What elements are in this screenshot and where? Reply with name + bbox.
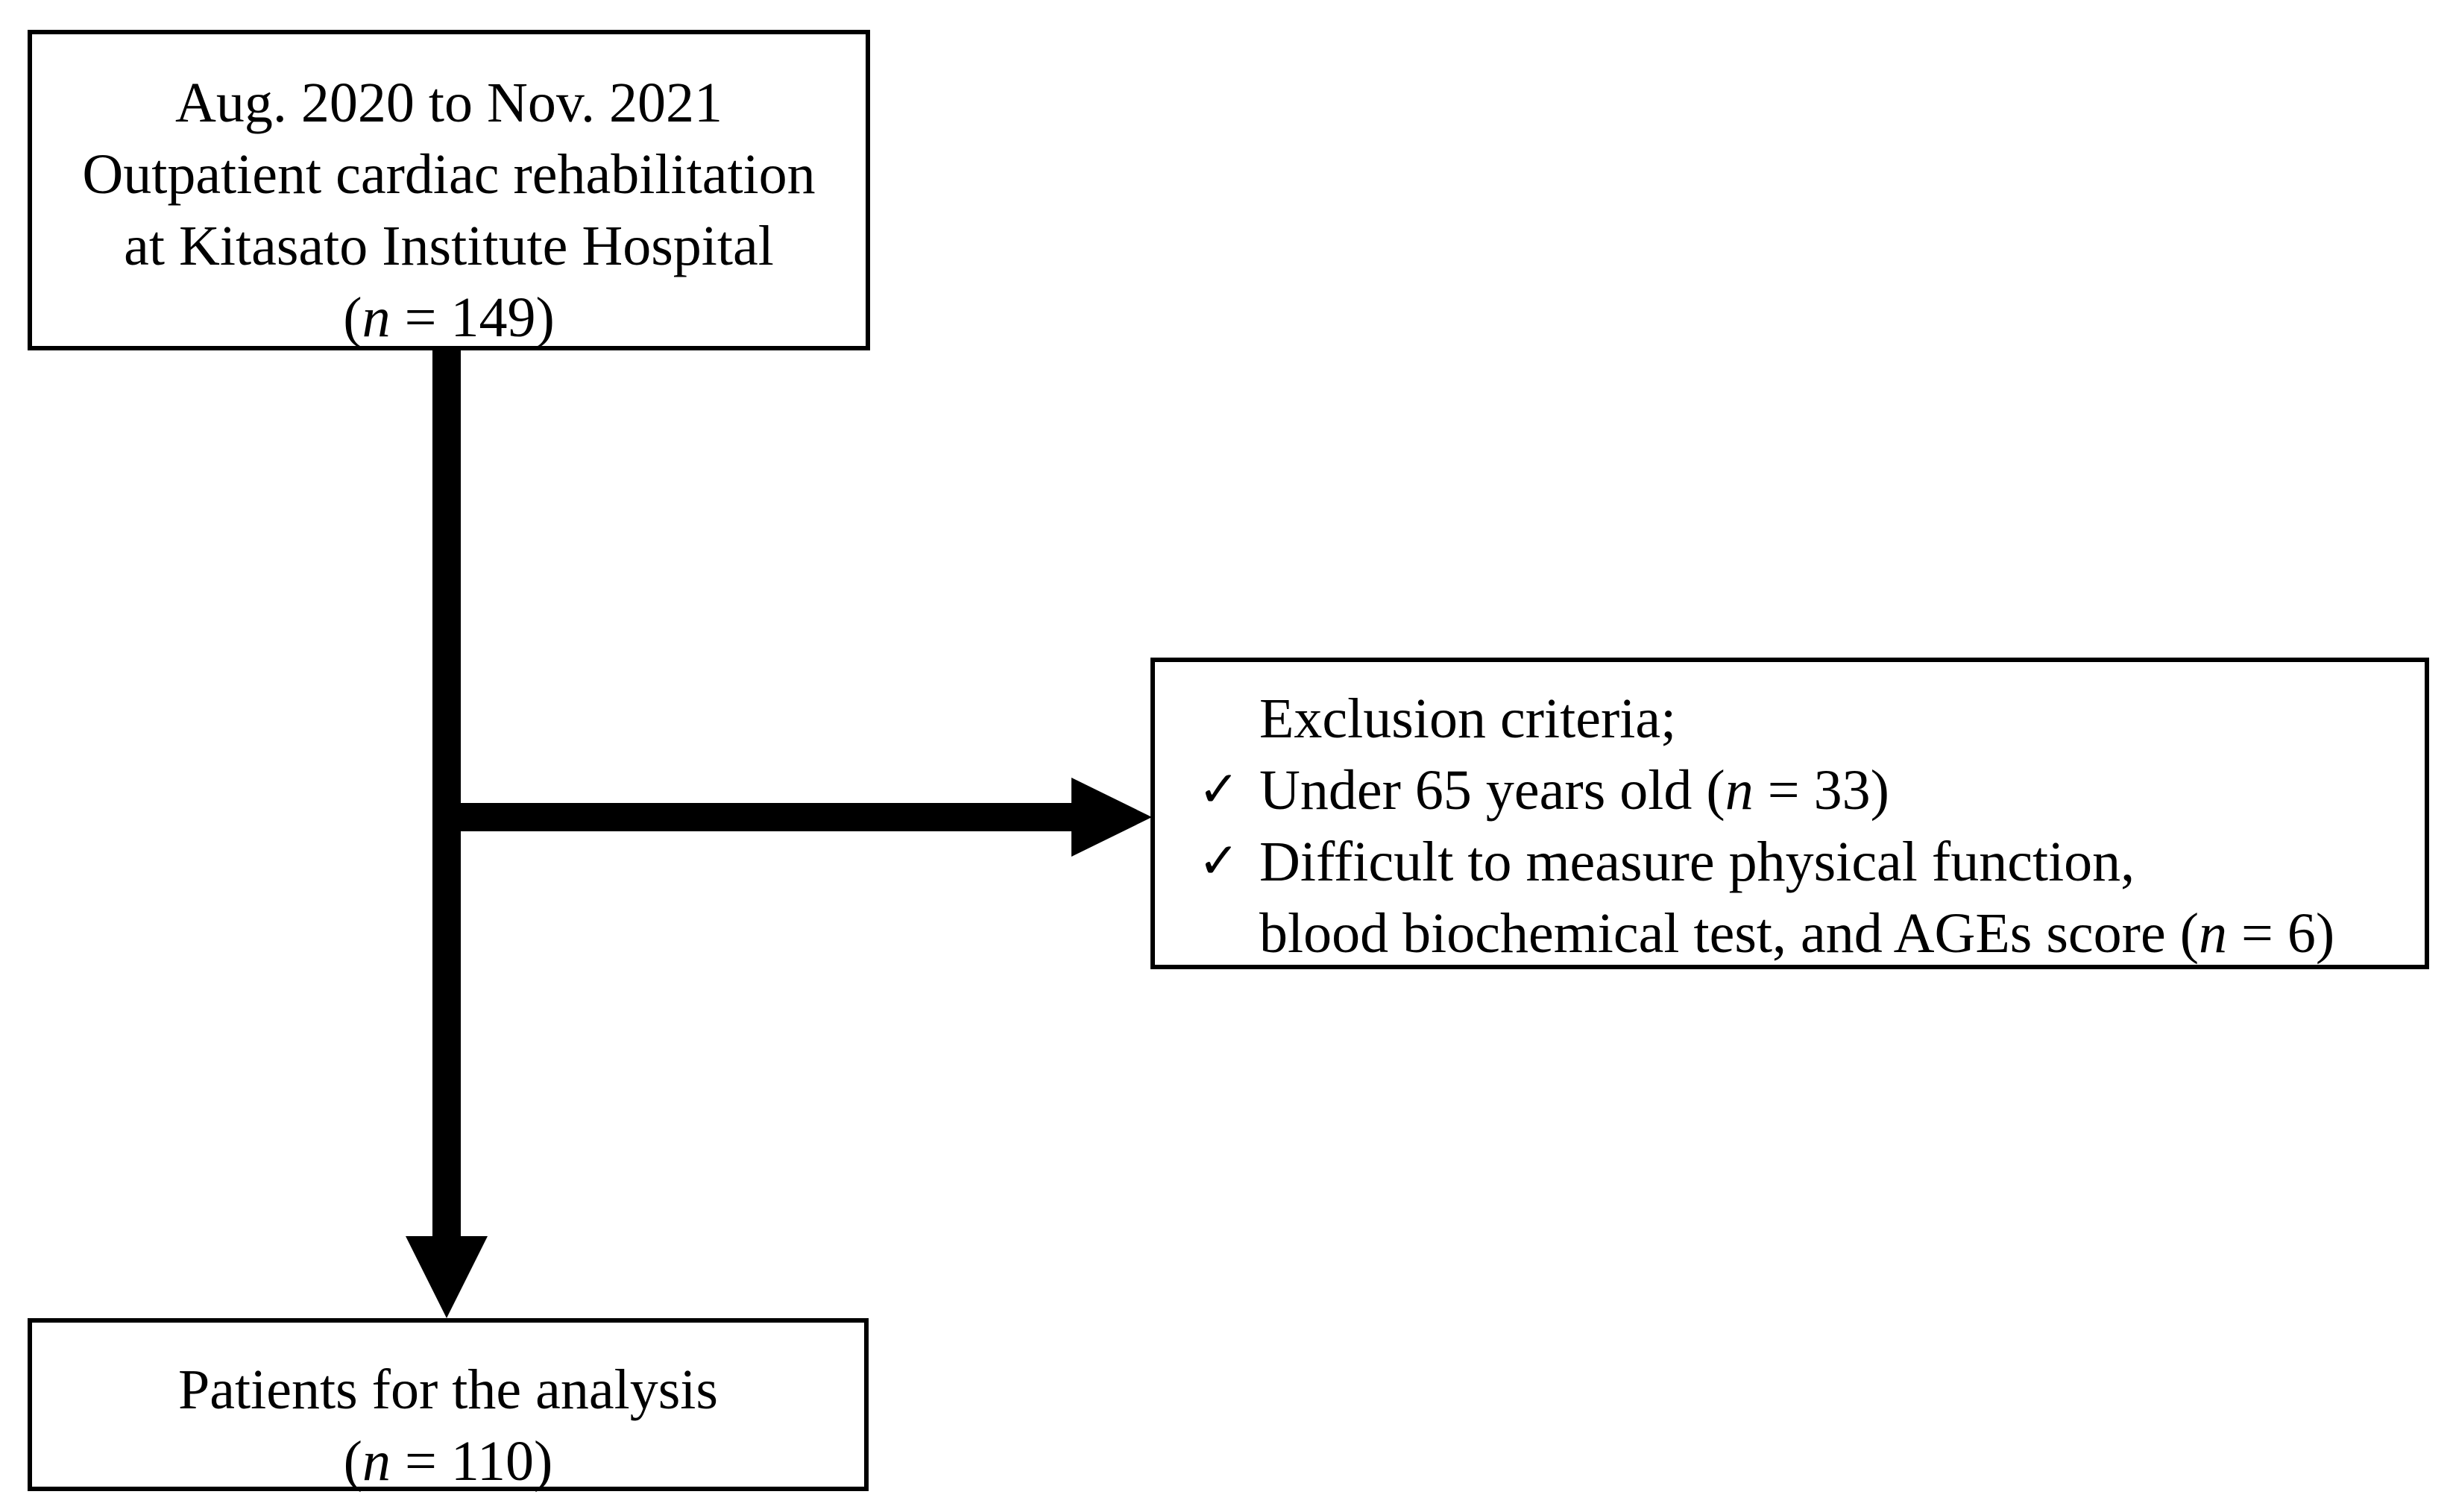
analysis-population-box: Patients for the analysis (n = 110) <box>28 1318 869 1493</box>
main-flow-vertical-line <box>432 347 461 1239</box>
exclusion-criteria-box: Exclusion criteria; ✓ Under 65 years old… <box>1150 658 2429 969</box>
exclusion-item-measurement-close-paren: ) <box>2315 902 2335 965</box>
source-population-box: Aug. 2020 to Nov. 2021 Outpatient cardia… <box>28 30 870 350</box>
source-line-3: at Kitasato Institute Hospital <box>124 215 774 277</box>
source-line-1: Aug. 2020 to Nov. 2021 <box>175 72 722 134</box>
exclusion-item-measurement-line-2: blood biochemical test, and AGEs score ( <box>1259 902 2199 965</box>
analysis-count-equals: = <box>390 1430 451 1493</box>
source-count-n-symbol: n <box>362 286 391 349</box>
source-count-value: 149 <box>450 286 536 349</box>
analysis-count-close-paren: ) <box>534 1430 553 1493</box>
check-icon: ✓ <box>1198 763 1240 817</box>
exclusion-item-age-equals: = <box>1753 759 1814 822</box>
source-count-equals: = <box>390 286 451 349</box>
exclusion-item-age-close-paren: ) <box>1870 759 1889 822</box>
source-count-close-paren: ) <box>535 286 555 349</box>
main-flow-arrowhead-icon <box>406 1236 488 1318</box>
exclusion-item-measurement-line-1: Difficult to measure physical function, <box>1259 831 2135 893</box>
analysis-count-line: (n = 110) <box>32 1426 864 1497</box>
source-count-open-paren: ( <box>343 286 362 349</box>
exclusion-item-measurement-equals: = <box>2227 902 2287 965</box>
analysis-count-n-symbol: n <box>362 1430 391 1493</box>
source-population-text: Aug. 2020 to Nov. 2021 Outpatient cardia… <box>32 67 866 353</box>
analysis-count-open-paren: ( <box>343 1430 362 1493</box>
exclusion-branch-arrowhead-icon <box>1071 778 1152 857</box>
exclusion-item-measurement-value: 6 <box>2287 902 2316 965</box>
analysis-line-1: Patients for the analysis <box>178 1358 718 1421</box>
exclusion-item-age-n-symbol: n <box>1725 759 1754 822</box>
exclusion-item-age: ✓ Under 65 years old (n = 33) <box>1177 755 2417 826</box>
exclusion-item-measurement-n-symbol: n <box>2199 902 2228 965</box>
analysis-population-text: Patients for the analysis (n = 110) <box>32 1354 864 1497</box>
check-icon: ✓ <box>1198 834 1240 889</box>
exclusion-item-age-value: 33 <box>1813 759 1871 822</box>
exclusion-criteria-content: Exclusion criteria; ✓ Under 65 years old… <box>1177 683 2417 969</box>
exclusion-criteria-heading: Exclusion criteria; <box>1259 687 1677 750</box>
exclusion-item-measurement: ✓ Difficult to measure physical function… <box>1177 826 2417 969</box>
exclusion-branch-horizontal-line <box>447 803 1073 831</box>
source-line-2: Outpatient cardiac rehabilitation <box>82 143 816 206</box>
analysis-count-value: 110 <box>450 1430 535 1493</box>
source-count-line: (n = 149) <box>32 282 866 353</box>
exclusion-item-age-text: Under 65 years old ( <box>1259 759 1725 822</box>
